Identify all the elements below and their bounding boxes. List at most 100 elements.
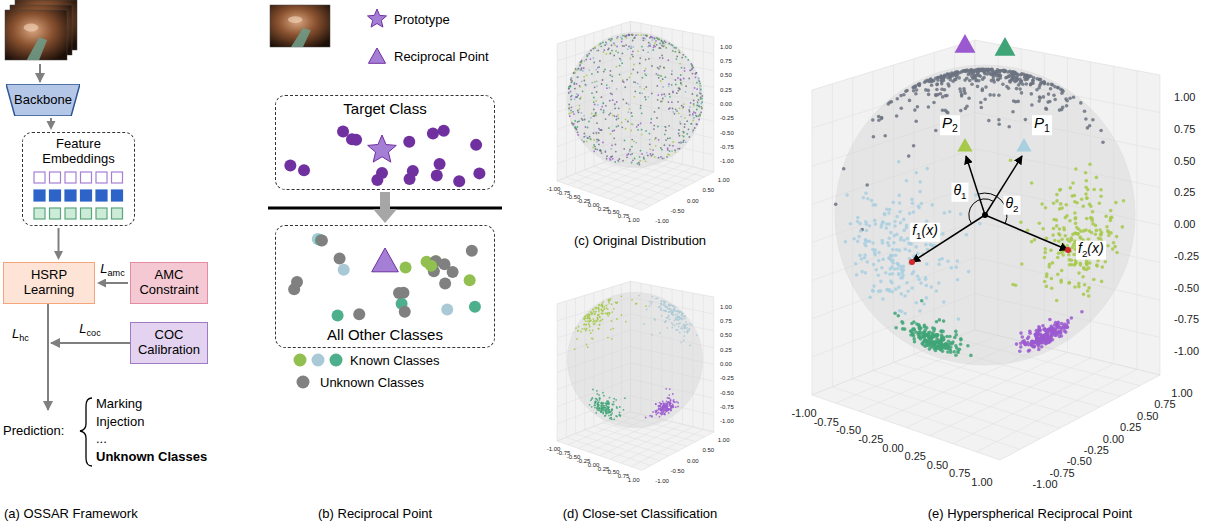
data-point: [650, 122, 652, 124]
data-point: [669, 402, 671, 404]
data-point: [866, 197, 870, 201]
data-point: [683, 328, 685, 330]
data-point: [995, 71, 999, 75]
data-point: [640, 105, 642, 107]
data-point: [594, 311, 596, 313]
data-point: [641, 153, 643, 155]
data-point: [679, 332, 681, 334]
data-point: [601, 408, 603, 410]
data-point: [651, 301, 653, 303]
data-point: [610, 40, 612, 42]
data-point: [619, 58, 621, 60]
data-point: [662, 42, 664, 44]
data-point: [610, 156, 612, 158]
data-point: [658, 77, 660, 79]
data-point: [608, 299, 610, 301]
data-point: [692, 131, 694, 133]
data-point: [576, 96, 578, 98]
data-point: [664, 414, 666, 416]
data-point: [654, 42, 656, 44]
axes-box: [557, 281, 714, 470]
data-point: [659, 405, 661, 407]
data-point: [872, 284, 876, 288]
data-point: [995, 70, 999, 74]
data-point: [915, 171, 919, 175]
data-point: [646, 35, 648, 37]
data-point: [645, 99, 647, 101]
data-point: [902, 229, 906, 233]
data-point: [596, 122, 598, 124]
data-point: [600, 43, 602, 45]
data-point: [602, 142, 604, 144]
data-point: [601, 309, 603, 311]
data-point: [698, 119, 700, 121]
data-point: [666, 405, 668, 407]
data-point: [643, 34, 645, 36]
data-point: [609, 397, 611, 399]
data-point: [607, 337, 609, 339]
data-point: [578, 112, 580, 114]
data-point: [592, 389, 594, 391]
data-point: [608, 39, 610, 41]
data-point: [640, 123, 642, 125]
data-point: [903, 294, 907, 298]
data-point: [661, 149, 663, 151]
data-point: [667, 149, 669, 151]
data-point: [676, 56, 678, 58]
data-point: [697, 103, 699, 105]
data-point: [628, 34, 630, 36]
data-point: [631, 299, 633, 301]
data-point: [855, 273, 859, 277]
data-point: [656, 44, 658, 46]
data-point: [886, 288, 890, 292]
data-point: [594, 403, 596, 405]
data-point: [589, 317, 591, 319]
data-point: [639, 156, 641, 158]
data-point: [601, 312, 603, 314]
data-point: [611, 38, 613, 40]
data-point: [960, 93, 964, 97]
data-point: [596, 91, 598, 93]
data-point: [881, 221, 885, 225]
data-point: [940, 87, 944, 91]
data-point: [927, 105, 931, 109]
data-point: [663, 43, 665, 45]
data-point: [621, 62, 623, 64]
data-point: [935, 83, 939, 87]
data-point: [585, 317, 587, 319]
data-point: [661, 55, 663, 57]
data-point: [588, 121, 590, 123]
data-point: [655, 298, 657, 300]
data-point: [593, 109, 595, 111]
data-point: [598, 144, 600, 146]
data-point: [997, 123, 1001, 127]
data-point: [607, 409, 609, 411]
data-point: [687, 59, 689, 61]
data-point: [611, 418, 613, 420]
data-point: [613, 42, 615, 44]
data-point: [605, 118, 607, 120]
grid-line: [930, 358, 1091, 436]
data-point: [608, 302, 610, 304]
data-point: [930, 203, 934, 207]
data-point: [630, 58, 632, 60]
data-point: [677, 77, 679, 79]
data-point: [609, 53, 611, 55]
data-point: [610, 298, 612, 300]
data-point: [641, 112, 643, 114]
data-point: [629, 77, 631, 79]
data-point: [997, 74, 1001, 78]
data-point: [604, 410, 606, 412]
data-point: [603, 308, 605, 310]
data-point: [654, 318, 656, 320]
data-point: [609, 100, 611, 102]
data-point: [650, 153, 652, 155]
data-point: [912, 144, 916, 148]
data-point: [615, 415, 617, 417]
data-point: [602, 301, 604, 303]
data-point: [1001, 69, 1005, 73]
data-point: [1011, 110, 1015, 114]
data-point: [669, 137, 671, 139]
data-point: [885, 288, 889, 292]
grid-line: [1136, 71, 1137, 370]
